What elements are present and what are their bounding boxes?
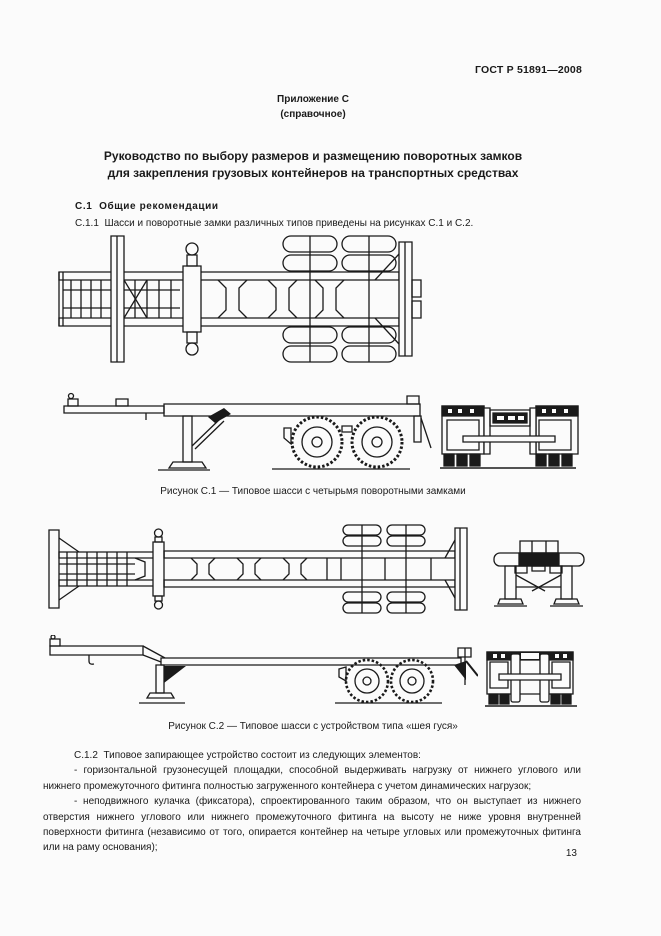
paragraph-c12-block: С.1.2 Типовое запирающее устройство сост… [43,748,581,856]
doc-header: ГОСТ Р 51891—2008 [474,64,582,76]
figure-c1-plan-view-drawing [55,230,425,368]
figure-c2-side-view-drawing [45,635,478,718]
doc-title-line2: для закрепления грузовых контейнеров на … [107,166,519,180]
doc-title: Руководство по выбору размеров и размеще… [44,148,582,182]
appendix-heading: Приложение С (справочное) [44,92,582,122]
appendix-line1: Приложение С [277,94,349,105]
page-number: 13 [565,848,577,859]
figure-c2-front-view-drawing [487,529,593,617]
figure-c2-rear-view-drawing [485,648,579,718]
paragraph-c11: С.1.1 Шасси и поворотные замки различных… [75,218,474,229]
figure-c2-plan-view-drawing [45,518,470,618]
paragraph-c12-item1: - горизонтальной грузонесущей площадки, … [43,765,581,792]
appendix-line2: (справочное) [280,109,346,120]
section-c1-heading: С.1 Общие рекомендации [75,201,219,212]
figure-c1-caption: Рисунок С.1 — Типовое шасси с четырьмя п… [160,486,466,497]
paragraph-c12-item2: - неподвижного кулачка (фиксатора), спро… [43,796,581,854]
figure-c1-side-view-drawing [58,392,432,474]
paragraph-c12-intro: С.1.2 Типовое запирающее устройство сост… [74,750,421,761]
doc-title-line1: Руководство по выбору размеров и размеще… [103,149,523,163]
figure-c1-rear-view-drawing [440,398,580,472]
figure-c2-caption: Рисунок С.2 — Типовое шасси с устройство… [168,721,458,732]
